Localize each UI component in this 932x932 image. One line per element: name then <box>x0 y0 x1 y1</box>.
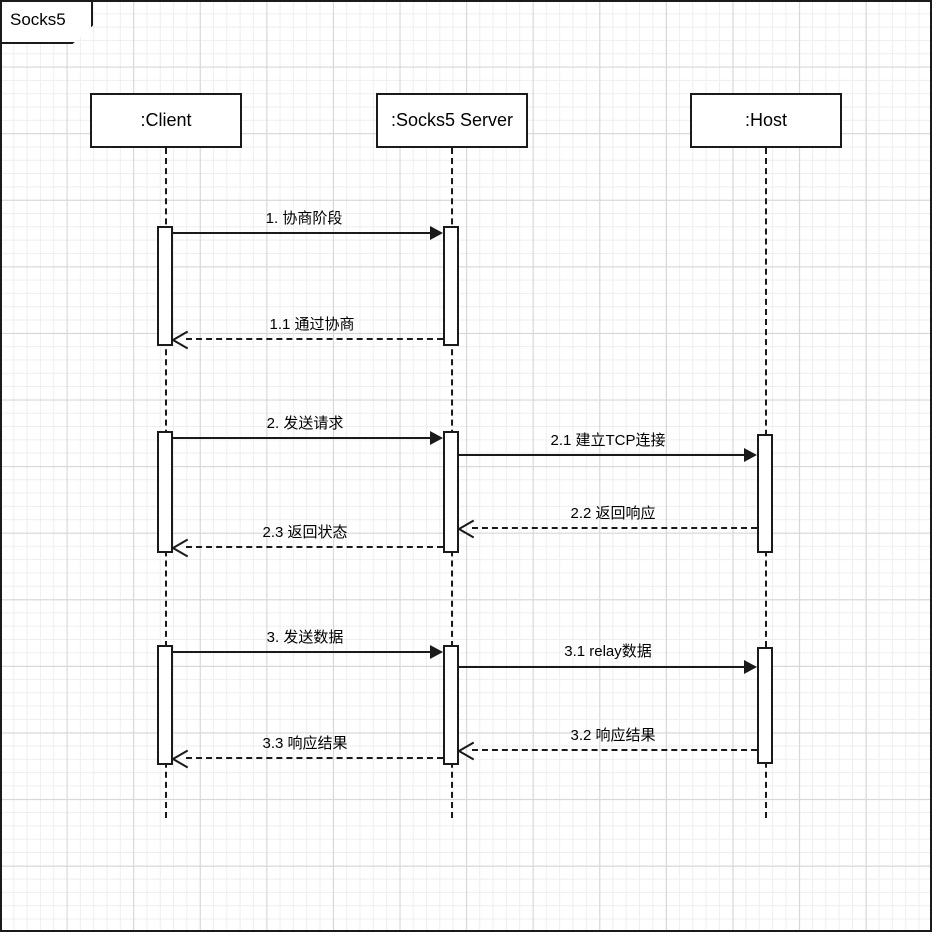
activation-bar-host-2 <box>757 434 773 553</box>
message-arrowhead-3-2 <box>459 741 475 759</box>
message-label-2: 2. 发送请求 <box>266 415 344 432</box>
activation-bar-server-3 <box>443 645 459 765</box>
message-label-3: 3. 发送数据 <box>266 629 344 646</box>
message-line-3-1[interactable] <box>459 666 745 668</box>
message-arrowhead-3-3 <box>173 749 189 767</box>
message-arrowhead-1 <box>430 226 443 240</box>
message-label-2-3: 2.3 返回状态 <box>262 524 348 541</box>
message-arrowhead-3-1 <box>744 660 757 674</box>
activation-bar-client-3 <box>157 645 173 765</box>
frame-name-tab <box>0 0 93 44</box>
lifeline-label-server: :Socks5 Server <box>390 110 514 130</box>
message-arrowhead-2 <box>430 431 443 445</box>
activation-bar-host-3 <box>757 647 773 764</box>
message-arrowhead-2-2 <box>459 519 475 537</box>
message-line-2-3[interactable] <box>186 546 443 548</box>
message-line-3-2[interactable] <box>472 749 757 751</box>
frame-name-label: Socks5 <box>10 10 66 29</box>
message-label-3-1: 3.1 relay数据 <box>564 643 652 660</box>
message-label-3-3: 3.3 响应结果 <box>262 735 348 752</box>
activation-bar-client-1 <box>157 226 173 346</box>
activation-bar-client-2 <box>157 431 173 553</box>
lifeline-label-host: :Host <box>744 110 787 130</box>
lifeline-header-server[interactable]: :Socks5 Server <box>376 93 528 148</box>
message-line-1[interactable] <box>173 232 431 234</box>
lifeline-label-client: :Client <box>140 110 192 130</box>
message-line-1-1[interactable] <box>186 338 443 340</box>
message-label-1-1: 1.1 通过协商 <box>269 316 355 333</box>
message-line-2[interactable] <box>173 437 431 439</box>
message-line-2-1[interactable] <box>459 454 745 456</box>
lifeline-header-host[interactable]: :Host <box>690 93 842 148</box>
message-line-3-3[interactable] <box>186 757 443 759</box>
message-line-2-2[interactable] <box>472 527 757 529</box>
activation-bar-server-2 <box>443 431 459 553</box>
message-label-1: 1. 协商阶段 <box>265 210 343 227</box>
message-label-2-2: 2.2 返回响应 <box>570 505 656 522</box>
message-line-3[interactable] <box>173 651 431 653</box>
message-label-3-2: 3.2 响应结果 <box>570 727 656 744</box>
message-label-2-1: 2.1 建立TCP连接 <box>550 432 666 449</box>
lifeline-header-client[interactable]: :Client <box>90 93 242 148</box>
message-arrowhead-2-3 <box>173 538 189 556</box>
message-arrowhead-1-1 <box>173 330 189 348</box>
message-arrowhead-3 <box>430 645 443 659</box>
message-arrowhead-2-1 <box>744 448 757 462</box>
activation-bar-server-1 <box>443 226 459 346</box>
